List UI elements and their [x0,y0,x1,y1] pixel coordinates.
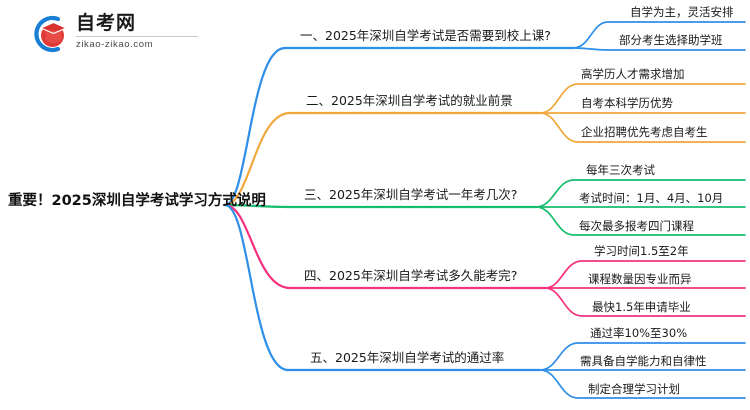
logo-name-en: zikao-zikao.com [76,39,154,50]
leaf-node-5-1[interactable]: 通过率10%至30% [590,326,688,340]
branch-link-5 [223,203,542,372]
leaf-node-4-2[interactable]: 课程数量因专业而异 [588,272,692,286]
leaf-node-2-2[interactable]: 自考本科学历优势 [581,96,673,110]
leaf-node-3-1[interactable]: 每年三次考试 [586,163,655,177]
branch-node-1[interactable]: 一、2025年深圳自学考试是否需要到校上课? [300,28,551,43]
branch-link-1 [223,46,575,207]
logo-text: 自考网 zikao-zikao.com [76,12,206,54]
leaf-node-1-2[interactable]: 部分考生选择助学班 [619,33,723,47]
leaf-node-3-2[interactable]: 考试时间：1月、4月、10月 [579,191,724,205]
mindmap-root-node[interactable]: 重要！2025深圳自学考试学习方式说明 [8,193,266,209]
leaf-node-3-3[interactable]: 每次最多报考四门课程 [579,219,694,233]
leaf-node-2-3[interactable]: 企业招聘优先考虑自考生 [581,125,708,139]
leaf-node-1-1[interactable]: 自学为主，灵活安排 [630,5,734,19]
logo-divider [76,36,198,37]
graduation-cap-icon [28,14,72,54]
leaf-node-5-3[interactable]: 制定合理学习计划 [588,382,680,396]
branch-node-2[interactable]: 二、2025年深圳自学考试的就业前景 [306,93,513,108]
branch-node-3[interactable]: 三、2025年深圳自学考试一年考几次? [304,187,518,202]
branch-node-4[interactable]: 四、2025年深圳自学考试多久能考完? [304,268,518,283]
site-logo[interactable]: 自考网 zikao-zikao.com [28,12,208,56]
logo-name-cn: 自考网 [76,12,137,34]
branch-node-5[interactable]: 五、2025年深圳自学考试的通过率 [310,350,505,365]
leaf-node-2-1[interactable]: 高学历人才需求增加 [581,67,685,81]
leaf-node-4-1[interactable]: 学习时间1.5至2年 [594,244,689,258]
leaf-node-5-2[interactable]: 需具备自学能力和自律性 [580,354,707,368]
leaf-node-4-3[interactable]: 最快1.5年申请毕业 [592,300,691,314]
